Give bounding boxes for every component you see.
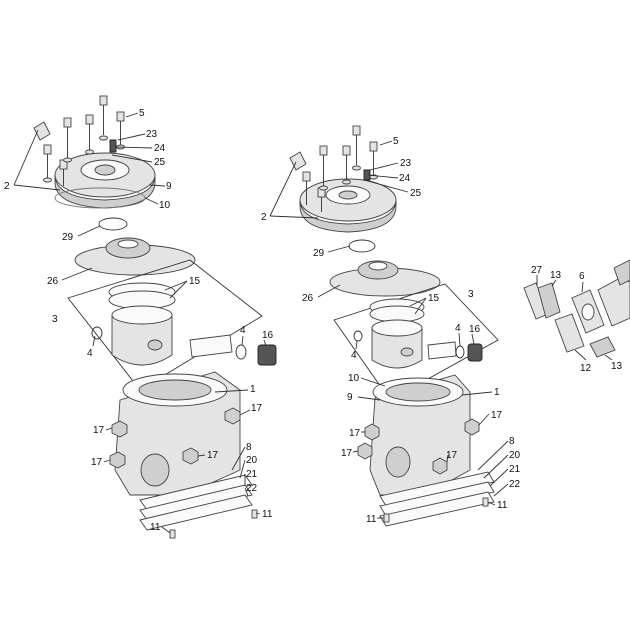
callout-11b-right: 11 [497, 500, 508, 511]
callout-9: 9 [166, 181, 172, 192]
right-dowel-pin-b [482, 497, 489, 507]
callout-21-right: 21 [509, 464, 521, 475]
left-dowel-pin-b [251, 509, 258, 519]
callout-3: 3 [52, 314, 58, 325]
right-piston-box [333, 283, 499, 401]
callout-10-right: 10 [348, 373, 360, 384]
callout-5: 5 [139, 108, 145, 119]
right-assembly: 5 23 24 25 2 29 26 15 3 4 4 16 10 9 1 17… [261, 125, 521, 527]
callout-17d: 17 [207, 450, 219, 461]
callout-11a-right: 11 [366, 514, 377, 525]
callout-11a: 11 [150, 522, 161, 533]
left-o-ring [98, 217, 128, 231]
callout-22-right: 22 [509, 479, 521, 490]
callout-17c-right: 17 [341, 448, 353, 459]
right-combustion-dome [329, 260, 441, 297]
callout-29: 29 [62, 232, 74, 243]
callout-22: 22 [246, 483, 258, 494]
callout-20-right: 20 [509, 450, 521, 461]
callout-24-right: 24 [399, 173, 411, 184]
callout-4b: 4 [240, 325, 246, 336]
callout-2: 2 [4, 181, 10, 192]
left-nuts [109, 407, 241, 469]
callout-1: 1 [250, 384, 256, 395]
callout-15-right: 15 [428, 293, 440, 304]
left-piston-box [67, 259, 263, 391]
callout-5-right: 5 [393, 136, 399, 147]
callout-8: 8 [246, 442, 252, 453]
right-head-bolts [302, 125, 378, 212]
left-callouts: 5 23 24 25 9 10 2 29 26 15 3 4 4 16 1 17… [4, 108, 274, 533]
callout-4a-right: 4 [351, 350, 357, 361]
callout-17a: 17 [251, 403, 263, 414]
callout-17d-right: 17 [446, 450, 458, 461]
callout-23: 23 [146, 129, 158, 140]
callout-16-right: 16 [469, 324, 481, 335]
callout-17b: 17 [93, 425, 105, 436]
callout-16: 16 [262, 330, 274, 341]
left-assembly: 5 23 24 25 9 10 2 29 26 15 3 4 4 16 1 17… [4, 95, 277, 539]
callout-17b-right: 17 [349, 428, 361, 439]
left-cylinder-block [114, 371, 253, 531]
callout-3-right: 3 [468, 289, 474, 300]
callout-9-right: 9 [347, 392, 353, 403]
callout-4b-right: 4 [455, 323, 461, 334]
right-callouts: 5 23 24 25 2 29 26 15 3 4 4 16 10 9 1 17… [261, 136, 521, 525]
right-leader-lines [269, 140, 509, 519]
callout-2-right: 2 [261, 212, 267, 223]
callout-4a: 4 [87, 348, 93, 359]
callout-10: 10 [159, 200, 171, 211]
left-piston-group [91, 282, 277, 366]
left-head-bolts [43, 95, 125, 186]
callout-24: 24 [154, 143, 166, 154]
left-leader-lines [13, 112, 267, 534]
callout-17a-right: 17 [491, 410, 503, 421]
callout-12: 12 [580, 363, 592, 374]
right-cylinder-block [369, 374, 495, 527]
callout-25: 25 [154, 157, 166, 168]
reed-valve-partial: 27 13 6 12 13 [523, 259, 630, 374]
callout-27: 27 [531, 265, 543, 276]
callout-26-right: 26 [302, 293, 314, 304]
left-combustion-dome [74, 237, 196, 276]
callout-11b: 11 [262, 509, 273, 520]
right-o-ring [348, 239, 376, 253]
left-spark-plug-cap [33, 121, 51, 141]
callout-20: 20 [246, 455, 258, 466]
callout-15: 15 [189, 276, 201, 287]
callout-21: 21 [246, 469, 258, 480]
callout-25-right: 25 [410, 188, 422, 199]
callout-29-right: 29 [313, 248, 325, 259]
right-piston-group [353, 298, 483, 369]
callout-13-top: 13 [550, 270, 562, 281]
callout-17c: 17 [91, 457, 103, 468]
callout-26: 26 [47, 276, 59, 287]
right-dowel-pin-a [383, 513, 390, 523]
left-dowel-pin-a [169, 529, 176, 539]
callout-23-right: 23 [400, 158, 412, 169]
callout-1-right: 1 [494, 387, 500, 398]
right-cylinder-head [299, 178, 397, 233]
callout-8-right: 8 [509, 436, 515, 447]
right-nuts [357, 418, 480, 475]
callout-13-bottom: 13 [611, 361, 623, 372]
callout-6: 6 [579, 271, 585, 282]
right-spark-plug-cap [289, 151, 307, 171]
